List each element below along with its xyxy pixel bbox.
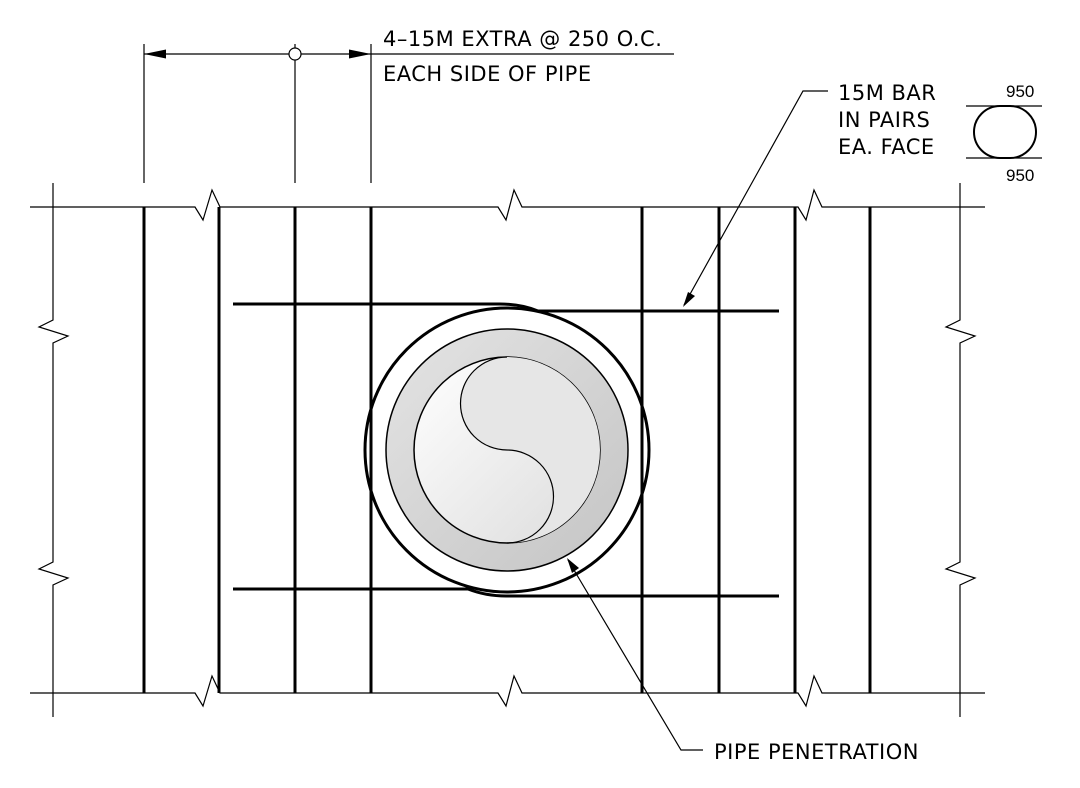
extra-bars-note-line2: EACH SIDE OF PIPE <box>383 62 592 86</box>
bar-note-line2: IN PAIRS <box>838 108 930 132</box>
bar-note-leader <box>683 90 828 307</box>
bar-note-line1: 15M BAR <box>838 81 936 105</box>
pipe-penetration-leader <box>567 558 703 751</box>
slab-outline <box>30 183 985 717</box>
bar-note-line3: EA. FACE <box>838 135 935 159</box>
extra-bars-dimension <box>143 44 674 183</box>
bend-dimension-bottom: 950 <box>1006 166 1034 185</box>
pipe-penetration <box>363 306 651 594</box>
bend-dimension-top: 950 <box>1006 82 1034 101</box>
pipe-penetration-label: PIPE PENETRATION <box>714 740 919 764</box>
bar-bend-shape <box>966 105 1042 159</box>
extra-bars-note-line1: 4–15M EXTRA @ 250 O.C. <box>383 27 662 51</box>
vertical-bars <box>142 207 872 693</box>
